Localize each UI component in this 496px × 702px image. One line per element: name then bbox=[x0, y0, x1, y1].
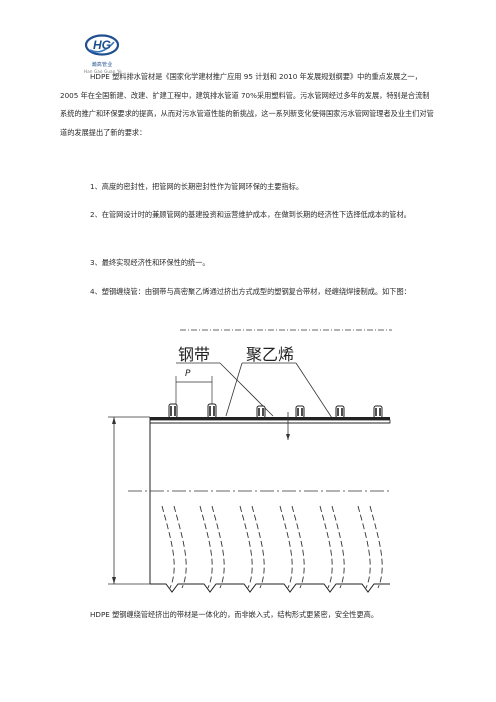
logo-subtext: Han Gao Guan Ye bbox=[84, 69, 122, 74]
logo-emblem: HG bbox=[84, 34, 120, 56]
label-pitch: P bbox=[185, 369, 191, 379]
company-logo: HG 瀚高管业 Han Gao Guan Ye bbox=[84, 34, 122, 74]
label-polyethylene: 聚乙烯 bbox=[246, 345, 294, 364]
label-steel-strip: 钢带 bbox=[178, 345, 210, 364]
list-item-2: 2、在管网设计时的兼顾管网的基建投资和运营维护成本，在做到长期的经济性下选择低成… bbox=[90, 210, 411, 219]
list-item-3: 3、最终实现经济性和环保性的统一。 bbox=[90, 258, 210, 267]
pipe-diagram: 钢带 聚乙烯 P bbox=[100, 326, 400, 594]
list-item-1: 1、高度的密封性，把管网的长期密封性作为管网环保的主要指标。 bbox=[90, 182, 304, 191]
list-item-4: 4、塑钢缠绕管：由钢带与高密聚乙烯通过挤出方式成型的塑钢复合带材，经缠绕焊接制成… bbox=[90, 287, 411, 296]
intro-paragraph: HDPE 塑料排水管材是《国家化学建材推广应用 95 计划和 2010 年发展规… bbox=[60, 72, 434, 137]
logo-text: 瀚高管业 bbox=[91, 62, 113, 68]
svg-text:HG: HG bbox=[93, 38, 111, 52]
closing-paragraph: HDPE 塑钢缠绕管经挤出的带材是一体化的，而非嵌入式，结构形式更紧密，安全性更… bbox=[90, 610, 379, 619]
